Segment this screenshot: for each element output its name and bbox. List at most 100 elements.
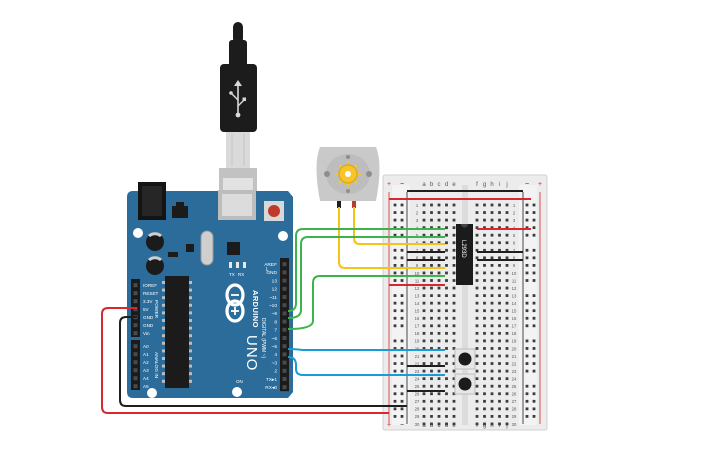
breadboard-hole[interactable] xyxy=(445,354,448,358)
breadboard-hole[interactable] xyxy=(475,233,479,237)
header-pin[interactable] xyxy=(133,307,138,312)
breadboard-hole[interactable] xyxy=(498,233,501,237)
rail-hole[interactable] xyxy=(400,211,404,214)
rail-hole[interactable] xyxy=(400,354,404,358)
breadboard-hole[interactable] xyxy=(430,347,433,350)
breadboard-hole[interactable] xyxy=(498,384,501,388)
breadboard-hole[interactable] xyxy=(452,377,456,381)
breadboard-hole[interactable] xyxy=(422,362,426,365)
breadboard-hole[interactable] xyxy=(437,309,441,313)
breadboard-hole[interactable] xyxy=(422,384,426,388)
breadboard-hole[interactable] xyxy=(452,415,456,418)
header-pin[interactable] xyxy=(282,295,287,299)
breadboard-hole[interactable] xyxy=(445,331,448,335)
header-pin[interactable] xyxy=(282,368,287,373)
breadboard-hole[interactable] xyxy=(498,415,501,418)
breadboard-hole[interactable] xyxy=(483,241,486,245)
breadboard-hole[interactable] xyxy=(437,399,441,403)
breadboard-hole[interactable] xyxy=(422,301,426,305)
breadboard-hole[interactable] xyxy=(490,279,494,282)
push-button[interactable] xyxy=(454,373,476,395)
breadboard-hole[interactable] xyxy=(422,324,426,328)
rail-hole[interactable] xyxy=(532,294,536,297)
breadboard-hole[interactable] xyxy=(430,324,433,328)
breadboard-hole[interactable] xyxy=(445,347,448,350)
header-pin[interactable] xyxy=(133,344,138,349)
breadboard-hole[interactable] xyxy=(498,256,501,260)
rail-hole[interactable] xyxy=(400,324,404,328)
rail-hole[interactable] xyxy=(532,354,536,358)
breadboard-hole[interactable] xyxy=(445,377,448,381)
breadboard-hole[interactable] xyxy=(498,347,501,350)
breadboard-hole[interactable] xyxy=(498,309,501,313)
rail-hole[interactable] xyxy=(525,399,529,403)
breadboard-hole[interactable] xyxy=(490,369,494,373)
breadboard-hole[interactable] xyxy=(483,392,486,396)
rail-hole[interactable] xyxy=(525,271,529,275)
rail-hole[interactable] xyxy=(400,309,404,313)
breadboard-hole[interactable] xyxy=(437,331,441,335)
breadboard-hole[interactable] xyxy=(490,415,494,418)
breadboard-hole[interactable] xyxy=(445,369,448,373)
breadboard-hole[interactable] xyxy=(445,362,448,365)
rail-hole[interactable] xyxy=(400,271,404,275)
breadboard-hole[interactable] xyxy=(483,218,486,222)
breadboard-hole[interactable] xyxy=(422,211,426,214)
breadboard-hole[interactable] xyxy=(437,218,441,222)
rail-hole[interactable] xyxy=(532,233,536,237)
rail-hole[interactable] xyxy=(400,399,404,403)
rail-hole[interactable] xyxy=(532,264,536,267)
rail-hole[interactable] xyxy=(525,264,529,267)
breadboard-hole[interactable] xyxy=(422,415,426,418)
rail-hole[interactable] xyxy=(400,369,404,373)
breadboard-hole[interactable] xyxy=(505,362,509,365)
breadboard-hole[interactable] xyxy=(475,377,479,381)
rail-hole[interactable] xyxy=(525,309,529,313)
breadboard-hole[interactable] xyxy=(498,241,501,245)
breadboard-hole[interactable] xyxy=(498,422,501,426)
header-pin[interactable] xyxy=(133,299,138,304)
breadboard-hole[interactable] xyxy=(475,422,479,426)
breadboard-hole[interactable] xyxy=(452,248,456,252)
rail-hole[interactable] xyxy=(532,309,536,313)
breadboard-hole[interactable] xyxy=(437,324,441,328)
breadboard-hole[interactable] xyxy=(498,339,501,343)
rail-hole[interactable] xyxy=(525,407,529,411)
breadboard-hole[interactable] xyxy=(490,309,494,313)
rail-hole[interactable] xyxy=(525,226,529,230)
rail-hole[interactable] xyxy=(532,369,536,373)
breadboard-hole[interactable] xyxy=(452,218,456,222)
rail-hole[interactable] xyxy=(525,392,529,396)
breadboard-hole[interactable] xyxy=(483,369,486,373)
breadboard-hole[interactable] xyxy=(445,203,448,207)
wires[interactable] xyxy=(101,190,531,414)
breadboard-hole[interactable] xyxy=(475,399,479,403)
rail-hole[interactable] xyxy=(400,264,404,267)
breadboard-hole[interactable] xyxy=(452,301,456,305)
breadboard-hole[interactable] xyxy=(430,316,433,320)
breadboard-hole[interactable] xyxy=(437,286,441,290)
breadboard-hole[interactable] xyxy=(483,203,486,207)
rail-hole[interactable] xyxy=(400,233,404,237)
breadboard-hole[interactable] xyxy=(452,369,456,373)
breadboard-hole[interactable] xyxy=(437,256,441,260)
breadboard-hole[interactable] xyxy=(430,248,433,252)
rail-hole[interactable] xyxy=(393,369,397,373)
breadboard-hole[interactable] xyxy=(445,392,448,396)
breadboard-hole[interactable] xyxy=(483,301,486,305)
breadboard-hole[interactable] xyxy=(498,399,501,403)
breadboard-hole[interactable] xyxy=(483,362,486,365)
breadboard-hole[interactable] xyxy=(498,392,501,396)
rail-hole[interactable] xyxy=(400,294,404,297)
rail-hole[interactable] xyxy=(400,203,404,207)
rail-hole[interactable] xyxy=(393,279,397,282)
breadboard-hole[interactable] xyxy=(490,399,494,403)
breadboard-hole[interactable] xyxy=(422,377,426,381)
rail-hole[interactable] xyxy=(525,324,529,328)
breadboard-hole[interactable] xyxy=(490,407,494,411)
rail-hole[interactable] xyxy=(532,218,536,222)
rail-hole[interactable] xyxy=(532,203,536,207)
breadboard-hole[interactable] xyxy=(422,294,426,297)
breadboard-hole[interactable] xyxy=(430,286,433,290)
